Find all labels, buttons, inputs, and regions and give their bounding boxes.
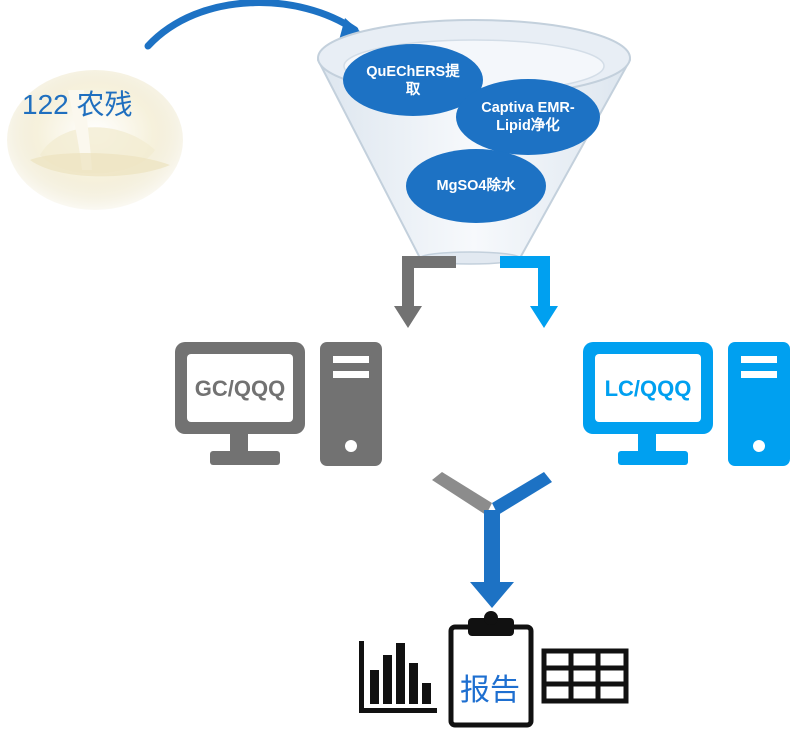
bar-chart-icon [359, 641, 437, 713]
merge-arrow [432, 472, 552, 608]
lc-computer-icon [583, 342, 790, 466]
clipboard-icon [448, 611, 534, 728]
step-bubble-extraction [343, 44, 483, 116]
lc-branch-arrow [500, 256, 558, 328]
sample-to-funnel-arrow [144, 0, 359, 50]
sample-label: 122 农残 [22, 89, 133, 120]
step-extraction-label: QuEChERS提 取 [348, 63, 478, 99]
gc-branch-arrow [394, 256, 456, 328]
step-extraction-line1: QuEChERS提 [366, 64, 460, 80]
step-cleanup-label: Captiva EMR- Lipid净化 [463, 99, 593, 135]
report-label: 报告 [460, 674, 520, 707]
lc-instrument-label: LC/QQQ [604, 376, 692, 401]
step-bubble-cleanup [456, 79, 600, 155]
step-drying-label: MgSO4除水 [411, 177, 541, 195]
step-bubble-drying [406, 149, 546, 223]
step-cleanup-line1: Captiva EMR- [481, 100, 575, 116]
milk-splash-image [7, 70, 183, 210]
gc-computer-icon [175, 342, 382, 466]
table-grid-icon [541, 648, 629, 704]
step-cleanup-line2: Lipid净化 [496, 118, 560, 134]
gc-instrument-label: GC/QQQ [194, 376, 286, 401]
step-extraction-line2: 取 [405, 82, 421, 98]
step-drying-line1: MgSO4除水 [436, 178, 516, 194]
